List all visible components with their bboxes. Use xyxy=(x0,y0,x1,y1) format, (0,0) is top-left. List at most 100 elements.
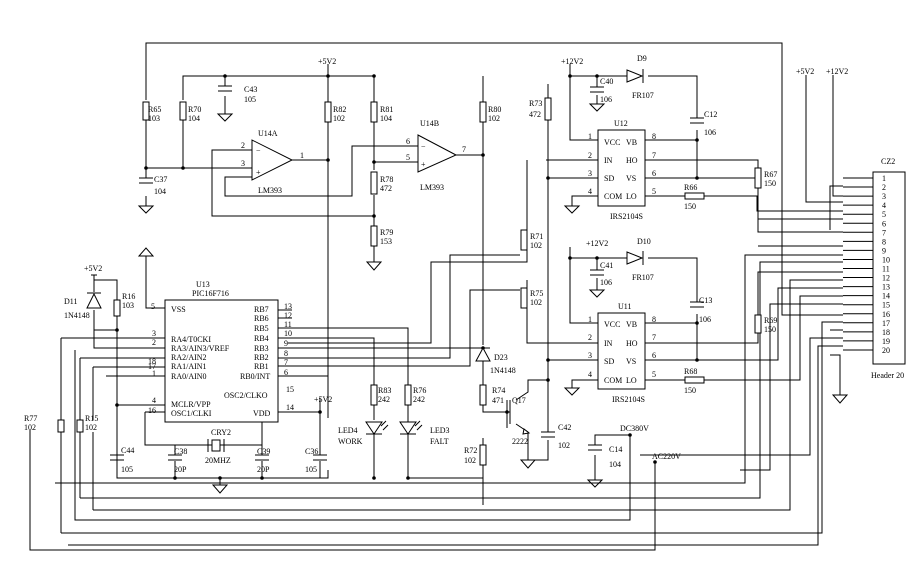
transistor-ref: Q17 xyxy=(512,396,526,405)
wire-conn-bus6 xyxy=(640,329,843,456)
wire-conn-bus5 xyxy=(61,321,843,534)
junction xyxy=(260,476,264,480)
pin-number: 4 xyxy=(588,370,592,379)
pin-number: 10 xyxy=(284,329,292,338)
connector-pin-number: 8 xyxy=(882,237,886,246)
led4-ref: LED4 xyxy=(338,426,358,435)
ground-icon xyxy=(216,113,234,122)
wire-conn-bus2 xyxy=(80,261,843,499)
connector-pin-number: 6 xyxy=(882,219,886,228)
wire-u14a-minus xyxy=(211,149,374,217)
leds: LED4 WORK LED3 FALT xyxy=(338,420,450,446)
pin-number: 18 xyxy=(148,357,156,366)
junction xyxy=(115,328,119,332)
mcu-pin-name: RA0/AIN0 xyxy=(171,372,207,381)
connector-body xyxy=(872,171,906,365)
wire-rb2 xyxy=(278,254,520,359)
minus-sign: − xyxy=(421,142,426,151)
pin-number: 5 xyxy=(652,187,656,196)
junction xyxy=(546,358,550,362)
wires xyxy=(29,42,843,551)
resistor-r80-ref: R80 xyxy=(488,105,501,114)
pin-number: 9 xyxy=(284,339,288,348)
diode-d10-part: FR107 xyxy=(632,273,654,282)
mcu-pin-name: RB7 xyxy=(254,305,269,314)
pin-number: 8 xyxy=(284,349,288,358)
led4-label: WORK xyxy=(338,437,363,446)
pin-number: 3 xyxy=(152,329,156,338)
wire-gnd-bus xyxy=(116,455,329,479)
pin-number: 15 xyxy=(286,385,294,394)
driver-part: IRS2104S xyxy=(610,212,643,221)
mcu-pin-name: OSC2/CLKO xyxy=(224,391,268,400)
junction xyxy=(372,476,376,480)
wire-ac220 xyxy=(29,430,656,551)
capacitor-c36-ref: C36 xyxy=(305,447,318,456)
mcu-pin-name: RA2/AIN2 xyxy=(171,353,207,362)
capacitor-c41-ref: C41 xyxy=(600,261,613,270)
junction xyxy=(595,256,599,260)
capacitor-c12-value: 106 xyxy=(704,128,716,137)
wire-u11-vs xyxy=(645,287,843,361)
wire-u12-com xyxy=(571,195,598,206)
power-label-5v: +5V2 xyxy=(314,395,332,404)
resistor-r68-ref: R68 xyxy=(684,367,697,376)
mcu-right-pins: RB7 13 RB6 12 RB5 11 RB4 10 RB3 9 RB2 8 … xyxy=(224,302,294,418)
resistor-r76 xyxy=(404,384,412,406)
resistor-r69-ref: R69 xyxy=(764,316,777,325)
power-label-12v: +12V2 xyxy=(586,239,608,248)
power-label-5v: +5V2 xyxy=(84,264,102,273)
diode-d11-icon xyxy=(86,292,102,309)
wire-r65-comp xyxy=(145,120,252,169)
mcu-pin-name: OSC1/CLKI xyxy=(171,409,212,418)
junction xyxy=(595,74,599,78)
junction xyxy=(481,153,485,157)
capacitor-c37-ref: C37 xyxy=(154,175,167,184)
ground-icon xyxy=(588,289,606,298)
junction xyxy=(115,403,119,407)
connector-pin-number: 13 xyxy=(882,283,890,292)
resistor-r68-value: 150 xyxy=(684,386,696,395)
wire-conn-gnd2 xyxy=(830,354,841,395)
pin-number: 16 xyxy=(148,406,156,415)
capacitor-c37-value: 104 xyxy=(154,187,166,196)
connector-pin-number: 19 xyxy=(882,337,890,346)
connector-pin-number: 2 xyxy=(882,183,886,192)
wire-osc1 xyxy=(144,411,208,446)
driver-pin-name: COM xyxy=(604,376,622,385)
resistor-r69 xyxy=(754,314,762,334)
crystal-icon xyxy=(211,439,221,452)
power-label-12v: +12V2 xyxy=(561,57,583,66)
resistor-r71 xyxy=(520,229,528,251)
resistor-r66-value: 150 xyxy=(684,202,696,211)
wire-d23-q17 xyxy=(482,360,507,413)
junction xyxy=(695,358,699,362)
pin-number: 2 xyxy=(241,141,245,150)
resistor-r77 xyxy=(57,419,65,433)
capacitor-c36 xyxy=(313,454,327,461)
resistor-r73-ref: R73 xyxy=(529,99,542,108)
opamp-u14b-part: LM393 xyxy=(420,183,444,192)
opamp-u14a: − + U14A LM393 2 3 1 xyxy=(241,129,304,195)
wire-dc380 xyxy=(594,434,630,480)
led4-bar xyxy=(366,420,389,435)
resistor-r16 xyxy=(113,299,121,317)
diode-d23-part: 1N4148 xyxy=(490,366,516,375)
wire-ra2 xyxy=(79,357,165,498)
diode-d9-icon xyxy=(626,69,644,83)
capacitors: C43 105 C37 104 C40 106 C12 106 C41 106 … xyxy=(110,77,717,474)
wire-ra1 xyxy=(92,366,165,510)
wire-rb7-rb6 xyxy=(278,309,292,319)
led3-label: FALT xyxy=(430,437,449,446)
transistor-arrow-icon xyxy=(522,428,531,435)
wire-u14b-minus xyxy=(224,145,418,197)
capacitor-c40-ref: C40 xyxy=(600,77,613,86)
diode-d10-ref: D10 xyxy=(637,237,651,246)
opamp-u14a-ref: U14A xyxy=(258,129,278,138)
resistor-r72 xyxy=(479,444,487,466)
resistor-r74-ref: R74 xyxy=(492,386,505,395)
opamp-triangle xyxy=(251,139,294,181)
mcu-body xyxy=(164,299,279,423)
